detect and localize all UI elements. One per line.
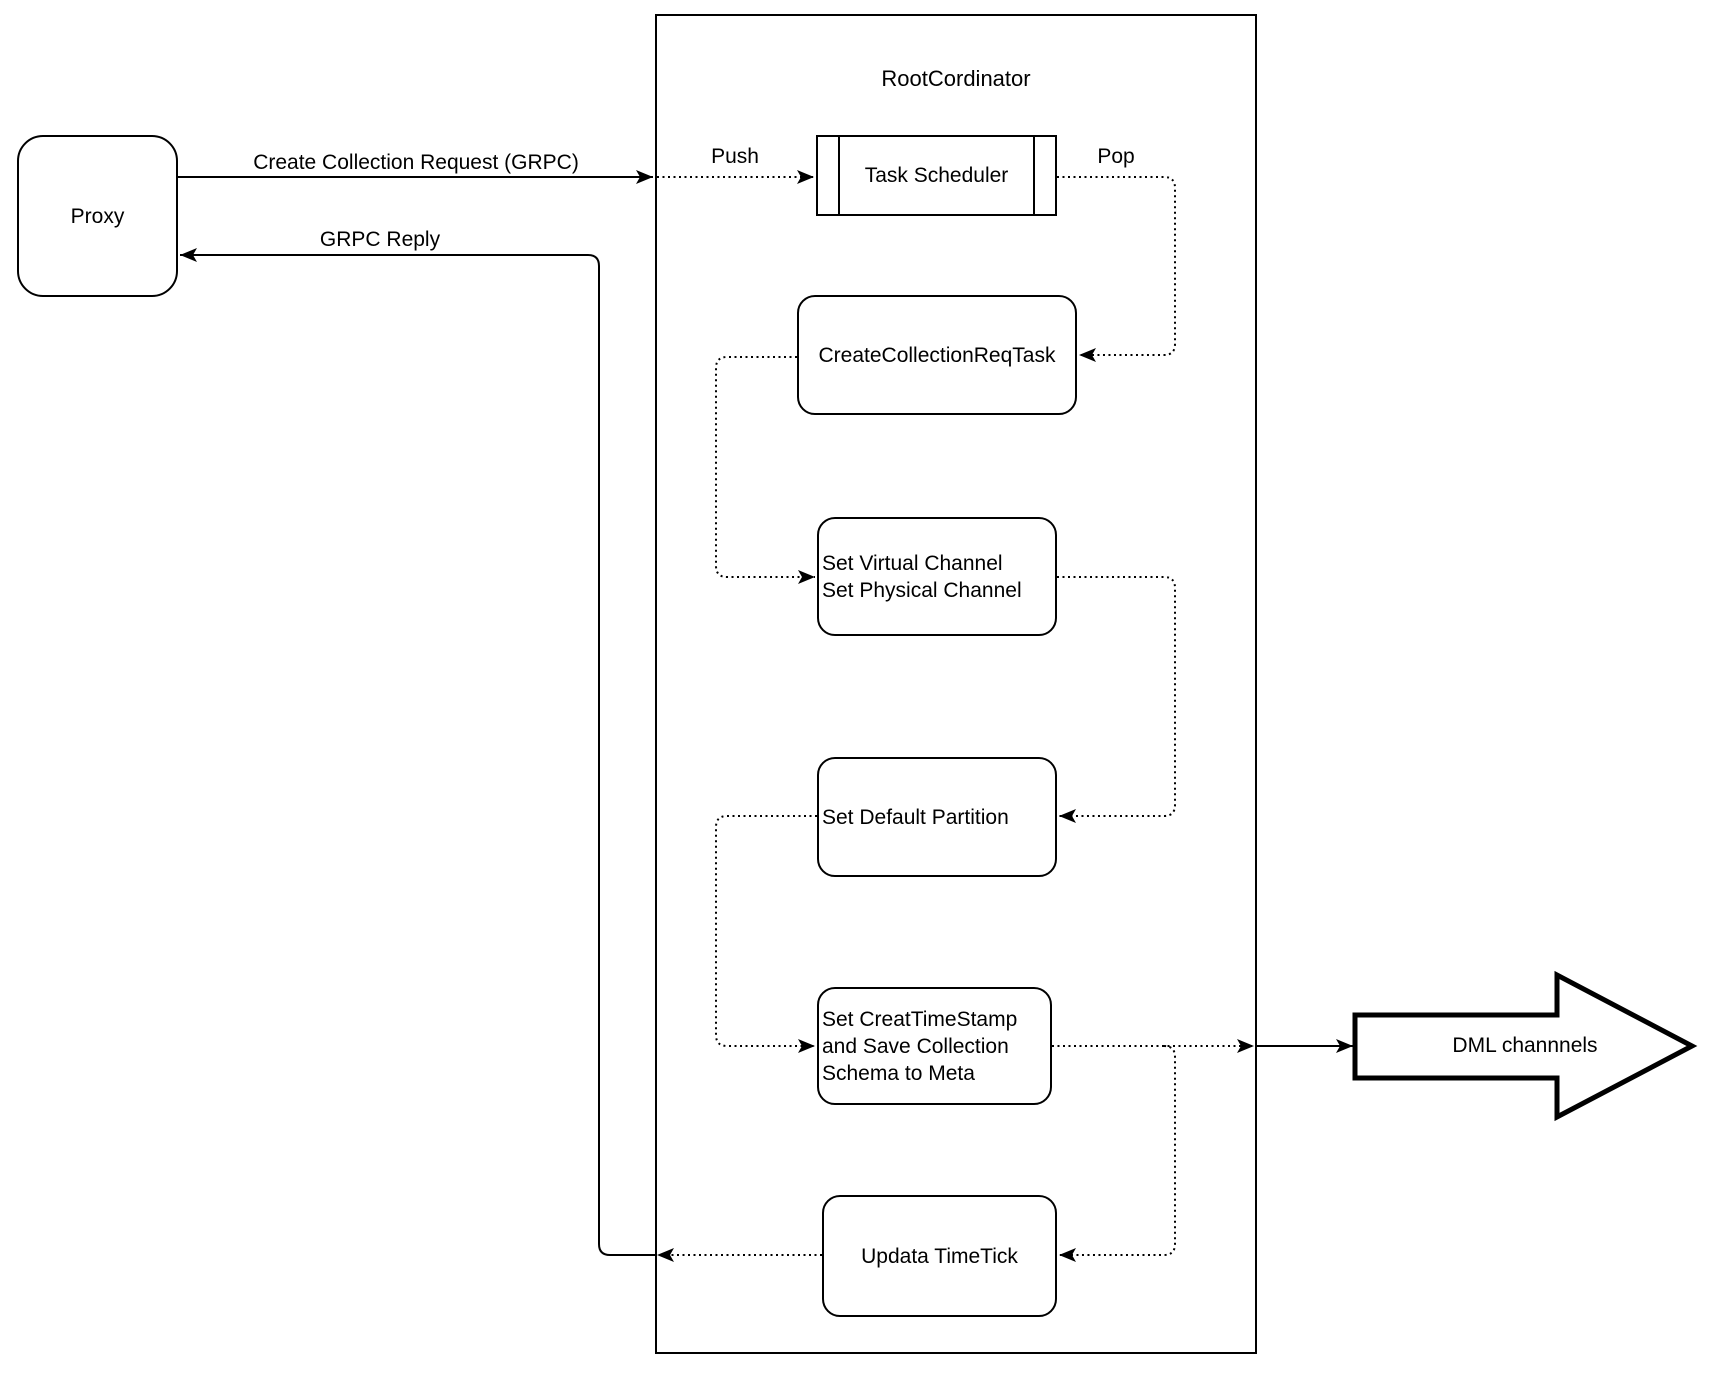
root-coordinator-title: RootCordinator: [881, 66, 1031, 91]
node-set-default-partition: Set Default Partition: [817, 757, 1057, 877]
edge-setchannels-to-defaultpartition: [1057, 576, 1176, 823]
edge-branch-to-timetick: [1059, 1045, 1176, 1262]
edge-label-pop: Pop: [1097, 145, 1135, 168]
edge-pop-to-reqtask: [1057, 176, 1176, 362]
node-create-collection-req-task: CreateCollectionReqTask: [797, 295, 1077, 415]
dml-channels-arrow-shape: [1352, 970, 1698, 1122]
task-scheduler-label: Task Scheduler: [864, 164, 1009, 187]
node-set-timestamp-save-schema: Set CreatTimeStamp and Save Collection S…: [817, 987, 1052, 1105]
node-update-timetick: Updata TimeTick: [822, 1195, 1057, 1317]
edge-label-create-collection-request: Create Collection Request (GRPC): [253, 151, 579, 174]
task-scheduler-left-bar: [838, 137, 840, 214]
edge-label-grpc-reply: GRPC Reply: [319, 228, 441, 251]
edge-defaultpartition-to-timestamp: [715, 815, 817, 1053]
dml-channels-label: DML channnels: [1452, 1034, 1598, 1057]
node-task-scheduler: Task Scheduler: [816, 135, 1057, 216]
task-scheduler-right-bar: [1033, 137, 1035, 214]
node-proxy: Proxy: [17, 135, 178, 297]
edge-grpc-reply: [180, 248, 655, 1256]
edge-label-push: Push: [711, 145, 759, 168]
root-coordinator-container: [655, 14, 1257, 1354]
node-set-channels: Set Virtual Channel Set Physical Channel: [817, 517, 1057, 636]
